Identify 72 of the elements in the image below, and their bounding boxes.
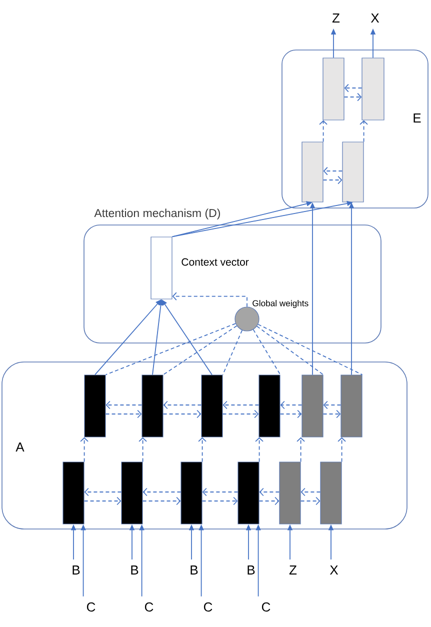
arrow [80, 437, 88, 462]
state-box [238, 462, 260, 524]
state-box [258, 374, 280, 438]
state-box [322, 58, 344, 120]
node-caption: Context vector [182, 258, 249, 266]
dashed-line [105, 323, 236, 376]
arrow [338, 437, 346, 462]
dashed-line [256, 326, 324, 376]
arrow [222, 400, 260, 410]
state-box [121, 462, 143, 524]
input-label: C [86, 602, 96, 612]
arrow [105, 410, 142, 418]
arrow [322, 176, 342, 184]
state-box [320, 462, 342, 524]
arrow [344, 84, 362, 92]
state-box [201, 374, 223, 438]
input-label: B [72, 566, 80, 574]
input-label: Z [289, 566, 297, 574]
arrow [360, 120, 368, 142]
state-box [340, 374, 362, 438]
state-box [362, 58, 384, 120]
input-label: C [204, 602, 212, 612]
state-box [279, 462, 301, 524]
input-label: B [190, 566, 198, 574]
arrow [344, 92, 362, 102]
arrow [138, 437, 147, 462]
arrow [202, 496, 238, 506]
input-label: C [262, 602, 270, 612]
input-label: C [144, 602, 154, 612]
arrow [142, 496, 181, 506]
module-box: E [282, 50, 428, 208]
arrow [142, 488, 182, 496]
arrow [163, 400, 202, 410]
state-box [142, 374, 164, 438]
input-label: X [330, 566, 338, 574]
dashed-line [162, 325, 238, 376]
dashed-line [258, 324, 363, 376]
arrow [296, 437, 305, 462]
state-box [180, 462, 202, 524]
input-label: B [248, 566, 255, 574]
input-label: B [131, 566, 138, 574]
arrow [323, 166, 343, 176]
arrow [319, 120, 328, 142]
output-label: Z [332, 14, 340, 22]
dashed-line [252, 329, 281, 376]
state-box [342, 142, 364, 202]
state-box [62, 462, 84, 524]
arrow [258, 496, 280, 506]
state-box [302, 374, 324, 438]
arrow [202, 488, 238, 496]
dashed-line [222, 330, 243, 376]
arrow [280, 410, 302, 418]
arrow [300, 496, 320, 506]
arrow [300, 488, 321, 496]
arrow [323, 400, 342, 410]
arrow [106, 400, 142, 410]
arrow [198, 437, 206, 462]
arrow [222, 410, 259, 418]
state-box [302, 142, 324, 202]
module-box: A [2, 362, 408, 530]
arrow [322, 410, 341, 418]
arrow [280, 400, 302, 410]
output-label: X [370, 14, 380, 22]
arrow [172, 292, 248, 308]
node-caption: Global weights [252, 300, 308, 308]
arrow [84, 488, 122, 496]
state-box [84, 374, 106, 438]
arrow [255, 437, 264, 462]
arrow [162, 410, 202, 418]
arrow [259, 488, 280, 496]
node-label: Attention mechanism (D) [94, 208, 220, 220]
arrow [84, 496, 122, 506]
